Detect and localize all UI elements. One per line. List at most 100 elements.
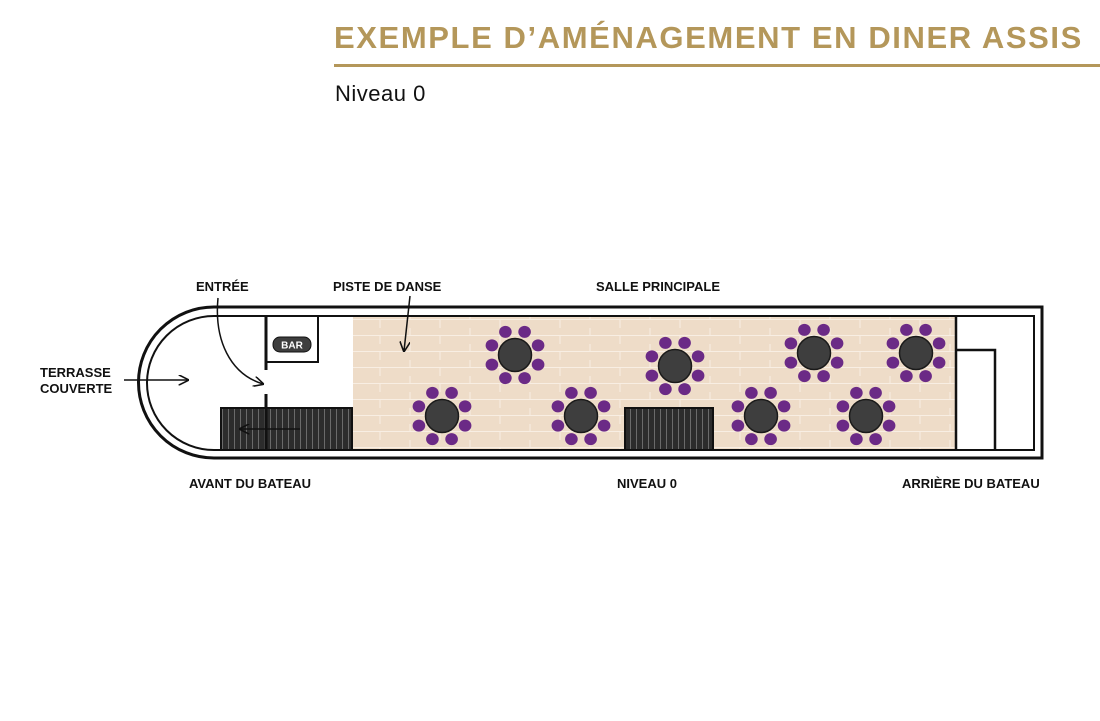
chair [518,325,531,338]
round-table [497,337,533,373]
chair [745,433,758,446]
middle-staircase [624,407,714,451]
round-table-group [784,323,844,383]
hull-inner [146,315,1035,451]
round-table-group [836,386,896,446]
round-table-group [645,336,705,396]
chair [551,419,565,432]
hull-outer [137,305,1044,460]
terrasse-label-line1: TERRASSE [40,365,111,380]
chair [731,400,745,413]
title-rule [334,64,1100,67]
avant-label: AVANT DU BATEAU [189,476,311,491]
chair [485,358,499,371]
chair [836,400,850,413]
chair [426,433,439,446]
round-table [898,335,934,371]
chair [584,433,597,446]
bar-enclosure [265,316,319,363]
chair [777,400,791,413]
round-table [848,398,884,434]
piste-label: PISTE DE DANSE [333,279,442,294]
tables-group [412,323,946,446]
chair [458,419,472,432]
chair [412,400,426,413]
chair [919,323,932,336]
chair [659,336,672,349]
chair [932,337,946,350]
chair [499,325,512,338]
round-table-group [886,323,946,383]
chair [764,386,777,399]
chair [445,386,458,399]
arriere-label: ARRIÈRE DU BATEAU [902,476,1040,491]
chair [645,369,659,382]
rear-room-wall [956,348,997,450]
chair [565,386,578,399]
chair [850,386,863,399]
chair [745,386,758,399]
chair [932,356,946,369]
chair [645,350,659,363]
chair [499,372,512,385]
chair [764,433,777,446]
chair [798,370,811,383]
piste-arrow [404,295,411,351]
chair [830,356,844,369]
chair [412,419,426,432]
chair [777,419,791,432]
chair [597,419,611,432]
chair [886,337,900,350]
chair [869,433,882,446]
chair [691,369,705,382]
chair [900,370,913,383]
chair [597,400,611,413]
chair [817,323,830,336]
round-table-group [412,386,472,446]
chair [817,370,830,383]
chair [900,323,913,336]
level-subtitle: Niveau 0 [335,81,426,106]
bar-label: BAR [281,341,303,352]
chair [584,386,597,399]
round-table-group [551,386,611,446]
chair [830,337,844,350]
chair [798,323,811,336]
chair [659,383,672,396]
chair [426,386,439,399]
chair [784,337,798,350]
chair [565,433,578,446]
chair [678,336,691,349]
chair [678,383,691,396]
chair [882,419,896,432]
chair [691,350,705,363]
chair [551,400,565,413]
chair [445,433,458,446]
chair [836,419,850,432]
bar-counter [272,336,312,353]
chair [731,419,745,432]
round-table [563,398,599,434]
chair [784,356,798,369]
chair [919,370,932,383]
chair [458,400,472,413]
round-table [743,398,779,434]
round-table-group [731,386,791,446]
round-table [424,398,460,434]
chair [850,433,863,446]
chair [869,386,882,399]
terrasse-label-line2: COUVERTE [40,381,113,396]
page-title: EXEMPLE D’AMÉNAGEMENT EN DINER ASSIS [334,20,1083,55]
entree-arrow [216,297,263,384]
chair [882,400,896,413]
chair [886,356,900,369]
round-table [796,335,832,371]
salle-label: SALLE PRINCIPALE [596,279,720,294]
chair [518,372,531,385]
niveau-label: NIVEAU 0 [617,476,677,491]
chair [531,339,545,352]
round-table-group [485,325,545,385]
round-table [657,348,693,384]
chair [531,358,545,371]
